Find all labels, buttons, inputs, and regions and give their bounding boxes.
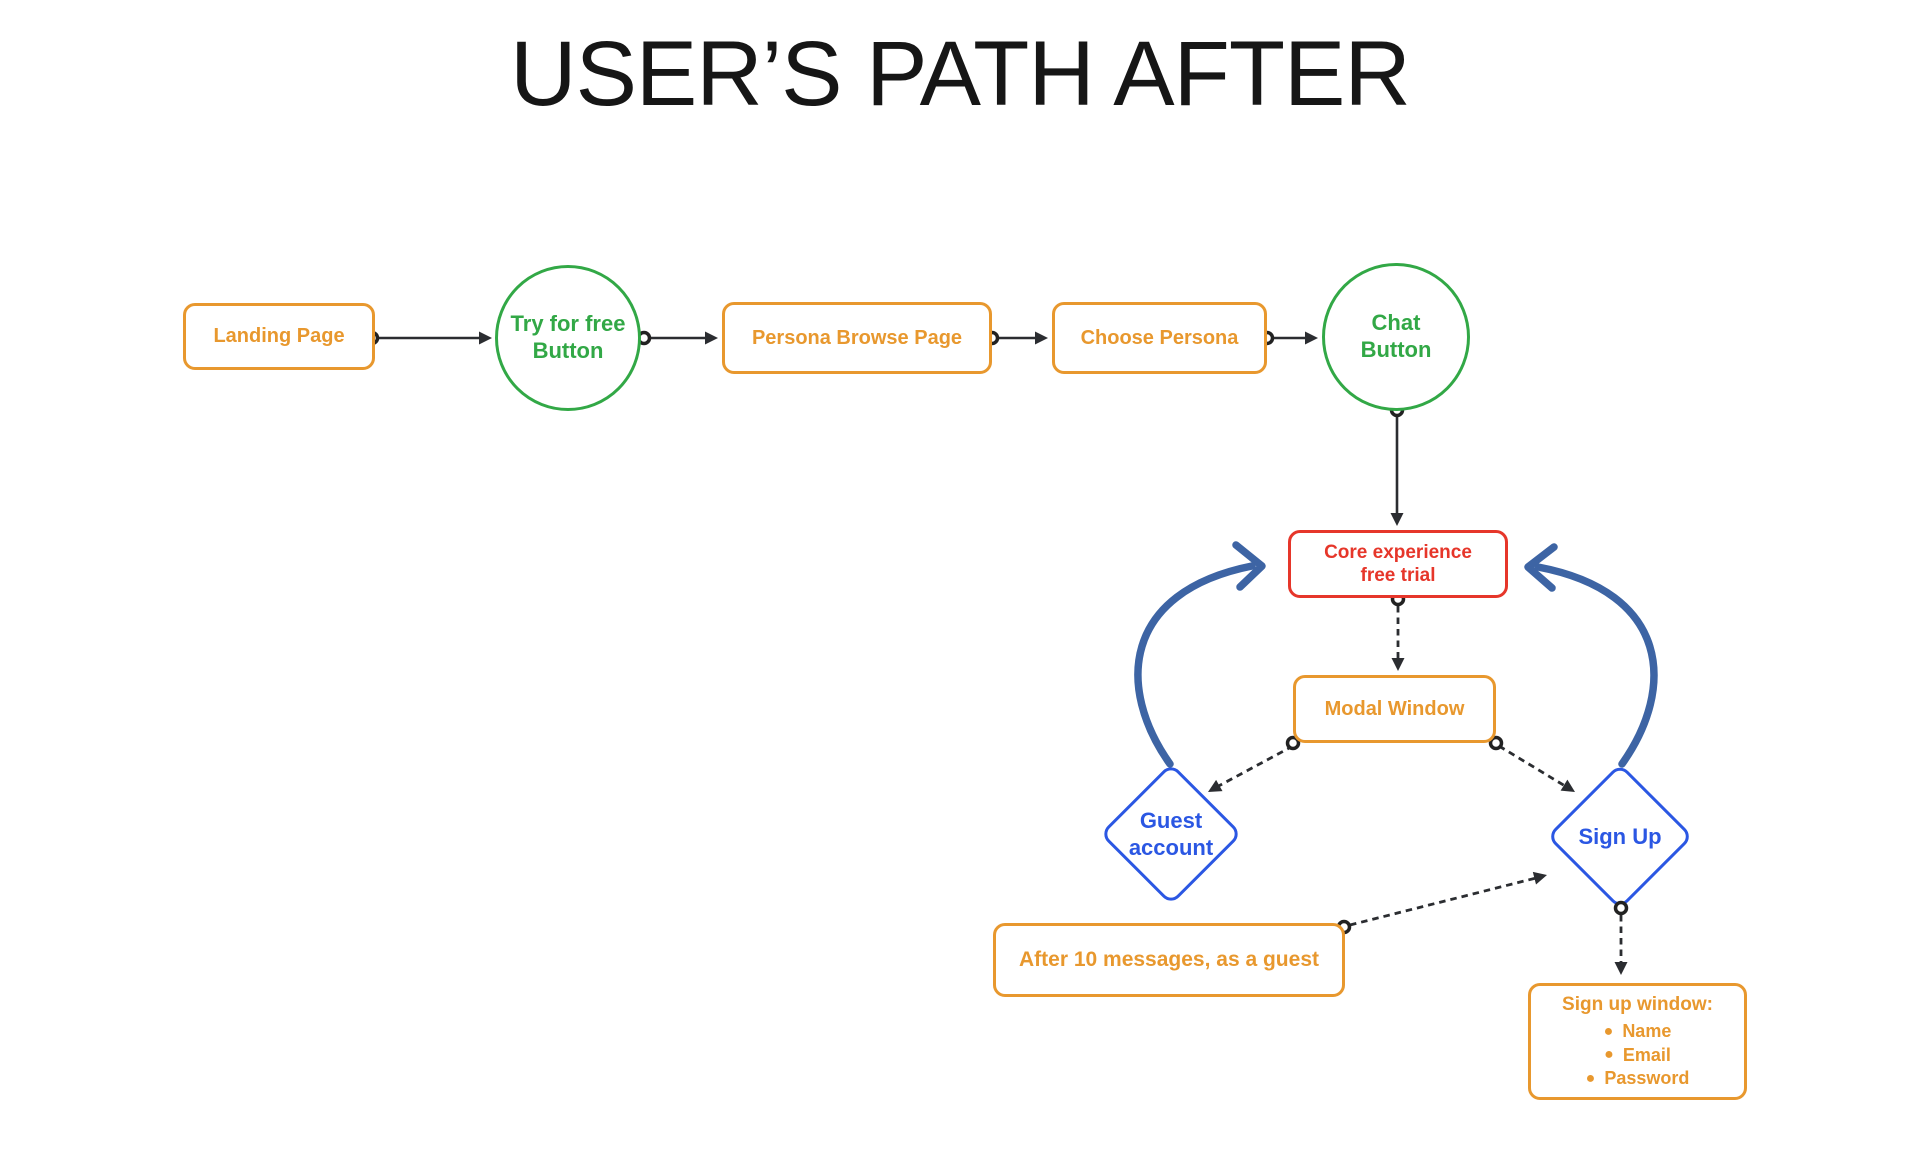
list-item: ● Email <box>1604 1044 1671 1067</box>
list-item: ● Password <box>1586 1067 1690 1090</box>
guest-account-diamond-shape <box>1104 767 1238 901</box>
node-sign-up-window: Sign up window: ● Name ● Email ● Password <box>1528 983 1747 1100</box>
node-label: Button <box>1360 337 1432 362</box>
node-core-experience-free-trial: Core experience free trial <box>1288 530 1508 598</box>
arrowhead-icon <box>1035 331 1048 345</box>
signup-to-core-curved-arrow <box>1534 563 1658 768</box>
arrowhead-icon <box>1614 962 1628 975</box>
dashed-arrow-after10-to-signup <box>1349 875 1541 927</box>
list-item-label: Name <box>1622 1021 1672 1042</box>
arrowhead-icon <box>1390 513 1404 526</box>
guest-to-core-curved-arrow <box>1134 562 1256 768</box>
sign-up-diamond-shape <box>1551 767 1689 906</box>
arrowhead-icon <box>1208 779 1223 792</box>
arrowhead-icon <box>479 331 492 345</box>
connector-dot <box>1613 900 1629 916</box>
node-label: free trial <box>1360 565 1436 586</box>
node-chat-button: Chat Button <box>1322 263 1470 411</box>
arrowhead-icon <box>1305 331 1318 345</box>
node-label: account <box>1128 835 1214 860</box>
arrowhead-icon <box>705 331 718 345</box>
arrowhead-icon <box>1532 871 1547 885</box>
bullet-icon: ● <box>1604 1046 1614 1064</box>
arrowhead-icon <box>1391 658 1405 671</box>
list-item-label: Password <box>1604 1068 1690 1089</box>
bullet-icon: ● <box>1603 1022 1614 1040</box>
list-item: ● Name <box>1604 1020 1672 1043</box>
node-label: Try for free <box>510 311 626 337</box>
node-label: Button <box>532 338 604 363</box>
node-try-for-free-button: Try for free Button <box>495 265 641 411</box>
node-label: Landing Page <box>213 325 345 348</box>
node-landing-page: Landing Page <box>183 303 375 370</box>
node-persona-browse-page: Persona Browse Page <box>722 302 992 374</box>
node-modal-window: Modal Window <box>1293 675 1496 743</box>
node-label: Sign up window: <box>1562 993 1713 1015</box>
signup-to-core-arrowhead-icon <box>1524 543 1558 592</box>
page-title: USER’S PATH AFTER <box>510 23 1411 125</box>
node-label: Core experience <box>1324 541 1472 563</box>
guest-to-core-arrowhead-icon <box>1232 541 1266 591</box>
node-label: Sign Up <box>1578 824 1662 850</box>
node-label: Chat <box>1371 310 1421 336</box>
node-label: Persona Browse Page <box>751 326 963 349</box>
node-sign-up: Sign Up <box>1550 822 1690 852</box>
arrowhead-icon <box>1560 779 1575 792</box>
connector-dot <box>1488 735 1504 751</box>
connector-dot <box>1285 735 1301 751</box>
node-label: Choose Persona <box>1080 326 1239 349</box>
node-label: After 10 messages, as a guest <box>1019 948 1319 972</box>
node-label: Modal Window <box>1324 697 1465 720</box>
node-after-10-messages: After 10 messages, as a guest <box>993 923 1345 997</box>
bullet-icon: ● <box>1585 1069 1596 1087</box>
node-guest-account: Guest account <box>1101 800 1241 868</box>
node-choose-persona: Choose Persona <box>1052 302 1267 374</box>
dashed-arrow-modal-to-signup <box>1498 744 1571 791</box>
list-item-label: Email <box>1622 1044 1671 1065</box>
node-label: Guest <box>1139 807 1203 833</box>
dashed-arrow-modal-to-guest <box>1212 744 1294 791</box>
